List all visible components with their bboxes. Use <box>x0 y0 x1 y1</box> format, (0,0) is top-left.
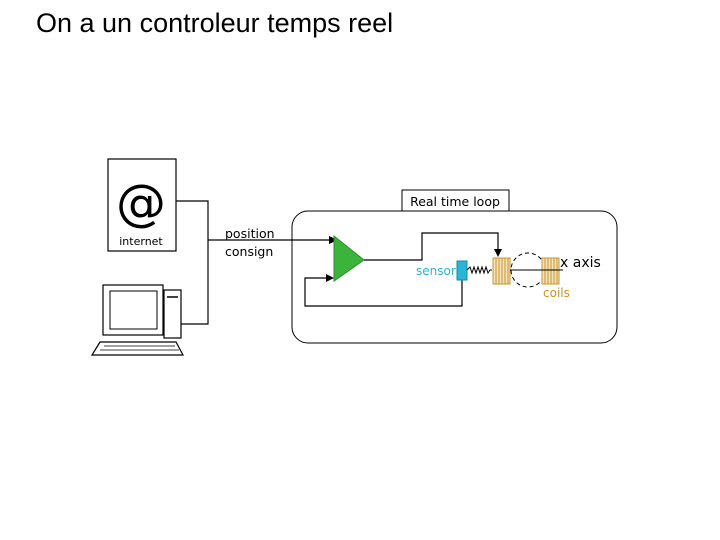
position-label: position <box>225 226 275 241</box>
loop-title-box: Real time loop <box>401 189 510 212</box>
input-connection-lines <box>176 200 334 325</box>
slide-title: On a un controleur temps reel <box>36 8 394 38</box>
output-arrowhead <box>494 249 502 257</box>
control-output-line <box>364 232 499 261</box>
x-axis-label: x axis <box>560 255 601 271</box>
sensor-label: sensor <box>416 264 456 278</box>
amplifier-triangle <box>333 234 365 282</box>
computer-icon <box>90 284 185 356</box>
loop-title: Real time loop <box>410 194 500 209</box>
coils-label: coils <box>543 286 570 300</box>
right-coil <box>541 257 560 285</box>
internet-label: internet <box>119 235 163 248</box>
feedback-line <box>304 277 463 307</box>
consign-label: consign <box>225 244 273 259</box>
feedback-arrowhead <box>326 274 334 282</box>
at-symbol: @ <box>116 174 166 232</box>
internet-icon: @ internet <box>107 158 177 252</box>
left-coil <box>492 257 511 285</box>
sensor-block <box>456 260 468 281</box>
spring <box>466 265 492 275</box>
